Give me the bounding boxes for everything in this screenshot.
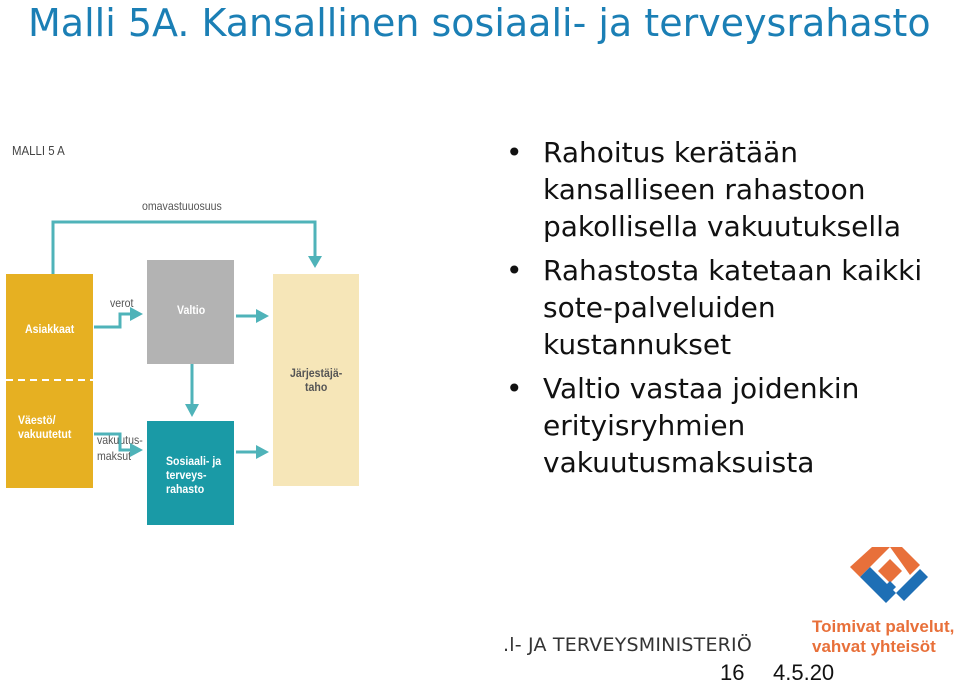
vakuutusmaksut-path — [94, 432, 132, 452]
omavastuu-path — [51, 220, 317, 274]
ministry-name: .l- JA TERVEYSMINISTERIÖ — [503, 634, 753, 656]
model-label: MALLI 5 A — [12, 143, 65, 158]
verot-arrowhead — [130, 307, 143, 321]
rahasto-to-jarjestaja-arrowhead — [256, 445, 269, 459]
valtio-to-rahasto-arrowhead — [185, 404, 199, 417]
rahasto-label: Sosiaali- ja terveys- rahasto — [166, 454, 222, 496]
slogan-line2: vahvat yhteisöt — [812, 637, 936, 656]
verot-path — [94, 312, 132, 329]
omavastuu-arrowhead — [308, 256, 322, 268]
rahasto-box — [147, 421, 234, 525]
vaesto-label: Väestö/ vakuutetut — [18, 413, 72, 441]
jarjestaja-label: Järjestäjä- taho — [290, 366, 343, 394]
bullet-item: Rahoitus kerätään kansalliseen rahastoon… — [506, 134, 946, 245]
verot-label: verot — [110, 296, 134, 310]
funding-model-diagram: MALLI 5 A omavastuuosuus verot vakuutus-… — [0, 130, 380, 530]
omavastuu-label: omavastuuosuus — [142, 199, 222, 213]
vaesto-box — [6, 380, 93, 488]
valtio-box — [147, 260, 234, 364]
vakuutusmaksut-arrowhead — [130, 443, 143, 457]
slogan: Toimivat palvelut, vahvat yhteisöt — [812, 617, 954, 657]
valtio-to-jarjestaja-arrowhead — [256, 309, 269, 323]
valtio-label: Valtio — [177, 303, 206, 317]
asiakkaat-box — [6, 274, 93, 380]
page-number: 16 — [720, 660, 745, 685]
bullet-item: Rahastosta katetaan kaikki sote-palvelui… — [506, 252, 946, 363]
asiakkaat-label: Asiakkaat — [25, 322, 75, 336]
bullet-list: Rahoitus kerätään kansalliseen rahastoon… — [506, 134, 946, 488]
diagram-shapes — [6, 220, 359, 525]
jarjestaja-box — [273, 274, 359, 486]
diamond-logo-icon — [850, 547, 928, 603]
bullet-item: Valtio vastaa joidenkin erityisryhmien v… — [506, 370, 946, 481]
slide-title: Malli 5A. Kansallinen sosiaali- ja terve… — [28, 1, 931, 45]
slide-date: 4.5.20 — [773, 660, 835, 685]
slogan-line1: Toimivat palvelut, — [812, 617, 955, 636]
